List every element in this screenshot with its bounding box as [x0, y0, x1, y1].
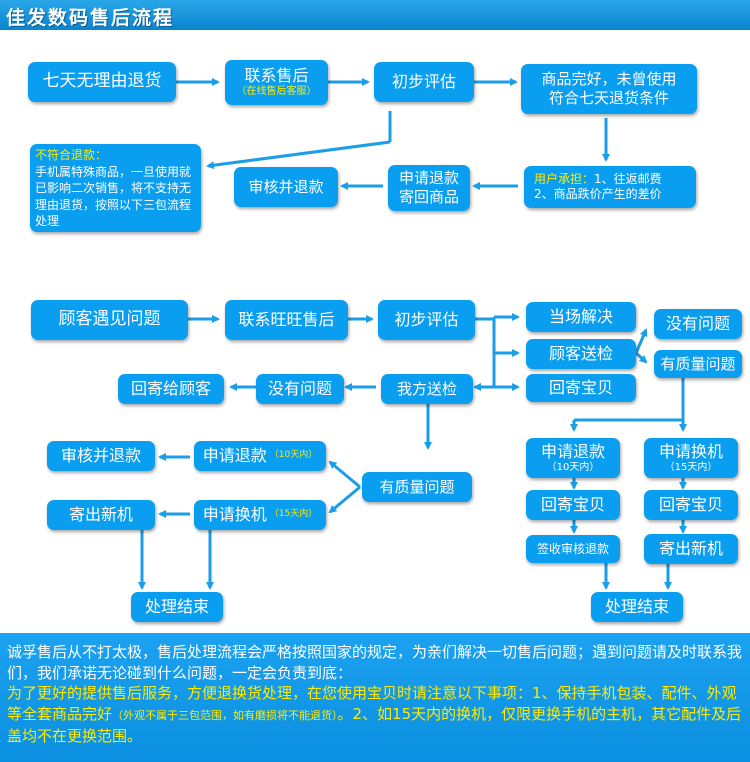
seven-day-return-box: 七天无理由退货: [28, 62, 176, 102]
r-apply-refund-box: 申请退款 （10天内）: [526, 438, 620, 478]
no-problem-top-label: 没有问题: [665, 314, 730, 333]
footer-p2b: （外观不属于三包范围，如有磨损将不能退货）: [112, 708, 338, 722]
apply-return-box: 申请退款 寄回商品: [388, 165, 470, 211]
footer-p2a: 为了更好的提供售后服务，方便退换货处理，在您使用宝贝时请注意以下事项：1、保持手…: [7, 684, 737, 723]
r-apply-exchange-label: 申请换机: [658, 441, 723, 461]
seven-day-label: 七天无理由退货: [42, 71, 162, 92]
evaluate-label-1: 初步评估: [391, 72, 456, 91]
not-eligible-text: 手机属特殊商品，一旦使用就已影响二次销售，将不支持无理由退货，按照以下三包流程处…: [35, 164, 192, 229]
process-end-right-box: 处理结束: [591, 592, 683, 622]
return-item-label: 回寄宝贝: [548, 378, 613, 397]
no-problem-mid-box: 没有问题: [256, 374, 344, 404]
title-bar: 佳发数码售后流程: [0, 0, 750, 30]
review-refund-label-1: 审核并退款: [248, 177, 324, 196]
customer-send-label: 顾客送检: [548, 344, 613, 363]
not-eligible-box: 不符合退款： 手机属特殊商品，一旦使用就已影响二次销售，将不支持无理由退货，按照…: [30, 144, 201, 232]
r-return-item-box: 回寄宝贝: [526, 490, 620, 520]
r-apply-exchange-box: 申请换机 （15天内）: [644, 438, 738, 478]
footer-paragraph-1: 诚孚售后从不打太极，售后处理流程会严格按照国家的规定，为亲们解决一切售后问题；遇…: [7, 643, 743, 682]
customer-send-box: 顾客送检: [526, 339, 636, 369]
send-new-box: 寄出新机: [47, 500, 155, 530]
r-sign-refund-box: 签收审核退款: [526, 535, 620, 563]
apply-exchange-box: 申请换机（15天内）: [194, 500, 326, 530]
r-apply-exchange-days: （15天内）: [664, 461, 718, 473]
review-refund-box-1: 审核并退款: [234, 167, 338, 207]
contact-sub-label: （在线售后客服）: [236, 86, 317, 98]
return-to-customer-box: 回寄给顾客: [118, 374, 224, 404]
r-send-new-box: 寄出新机: [644, 534, 738, 564]
customer-issue-box: 顾客遇见问题: [31, 300, 188, 340]
apply-return-line1: 申请退款: [398, 169, 459, 188]
quality-issue-mid-box: 有质量问题: [362, 472, 472, 502]
process-end-right-label: 处理结束: [604, 597, 669, 616]
quality-issue-mid-label: 有质量问题: [379, 477, 455, 496]
quality-issue-top-label: 有质量问题: [660, 354, 736, 373]
process-end-left-label: 处理结束: [144, 597, 209, 616]
r-sign-refund-label: 签收审核退款: [536, 541, 609, 556]
condition-box: 商品完好，未曾使用 符合七天退货条件: [521, 64, 697, 114]
no-problem-mid-label: 没有问题: [267, 379, 332, 398]
contact-service-box: 联系售后 （在线售后客服）: [225, 60, 328, 105]
return-to-customer-label: 回寄给顾客: [130, 379, 211, 398]
footer-notice: 诚孚售后从不打太极，售后处理流程会严格按照国家的规定，为亲们解决一切售后问题；遇…: [0, 633, 750, 762]
r-return-item2-box: 回寄宝贝: [644, 490, 738, 520]
no-problem-top-box: 没有问题: [654, 309, 742, 339]
condition-line2: 符合七天退货条件: [548, 89, 669, 107]
customer-issue-label: 顾客遇见问题: [58, 309, 161, 330]
buyer-pays-label: 用户承担：: [534, 172, 595, 186]
review-refund-box-2: 审核并退款: [47, 441, 155, 471]
buyer-pays-text1: 1、往返邮费: [594, 172, 662, 186]
apply-exchange-label: 申请换机: [202, 505, 267, 524]
return-item-box: 回寄宝贝: [526, 374, 636, 402]
r-apply-refund-label: 申请退款: [540, 441, 605, 461]
process-end-left-box: 处理结束: [131, 592, 223, 622]
send-new-label: 寄出新机: [68, 505, 133, 524]
contact-ww-box: 联系旺旺售后: [225, 300, 348, 340]
quality-issue-top-box: 有质量问题: [654, 350, 742, 378]
apply-refund-days: （10天内）: [269, 450, 318, 461]
apply-exchange-days: （15天内）: [269, 509, 318, 520]
apply-refund-box: 申请退款（10天内）: [194, 441, 326, 471]
evaluate-label-2: 初步评估: [394, 310, 459, 329]
buyer-pays-box: 用户承担：1、往返邮费 2、商品跌价产生的差价: [524, 166, 696, 208]
apply-return-line2: 寄回商品: [398, 188, 459, 206]
contact-label: 联系售后: [244, 66, 309, 86]
footer-p2c: 。2、如15天内的换机，仅限更换手机的主机，其它配件及后盖均不在更换范围。: [7, 704, 742, 746]
page-title: 佳发数码售后流程: [6, 7, 175, 29]
review-refund-label-2: 审核并退款: [60, 446, 141, 465]
r-return-item-label: 回寄宝贝: [540, 495, 605, 514]
condition-line1: 商品完好，未曾使用: [541, 70, 677, 89]
not-eligible-label: 不符合退款：: [35, 148, 108, 162]
r-return-item2-label: 回寄宝贝: [658, 495, 723, 514]
buyer-pays-text2: 2、商品跌价产生的差价: [534, 187, 662, 201]
r-send-new-label: 寄出新机: [658, 539, 723, 558]
we-inspect-box: 我方送检: [381, 374, 473, 404]
contact-ww-label: 联系旺旺售后: [238, 310, 335, 329]
apply-refund-label: 申请退款: [202, 446, 267, 465]
solve-onsite-box: 当场解决: [526, 302, 636, 332]
solve-onsite-label: 当场解决: [548, 307, 613, 326]
footer-paragraph-2: 为了更好的提供售后服务，方便退换货处理，在您使用宝贝时请注意以下事项：1、保持手…: [7, 683, 742, 747]
we-inspect-label: 我方送检: [396, 379, 457, 398]
evaluate-box-2: 初步评估: [378, 300, 475, 340]
r-apply-refund-days: （10天内）: [546, 461, 600, 473]
evaluate-box-1: 初步评估: [374, 62, 474, 102]
